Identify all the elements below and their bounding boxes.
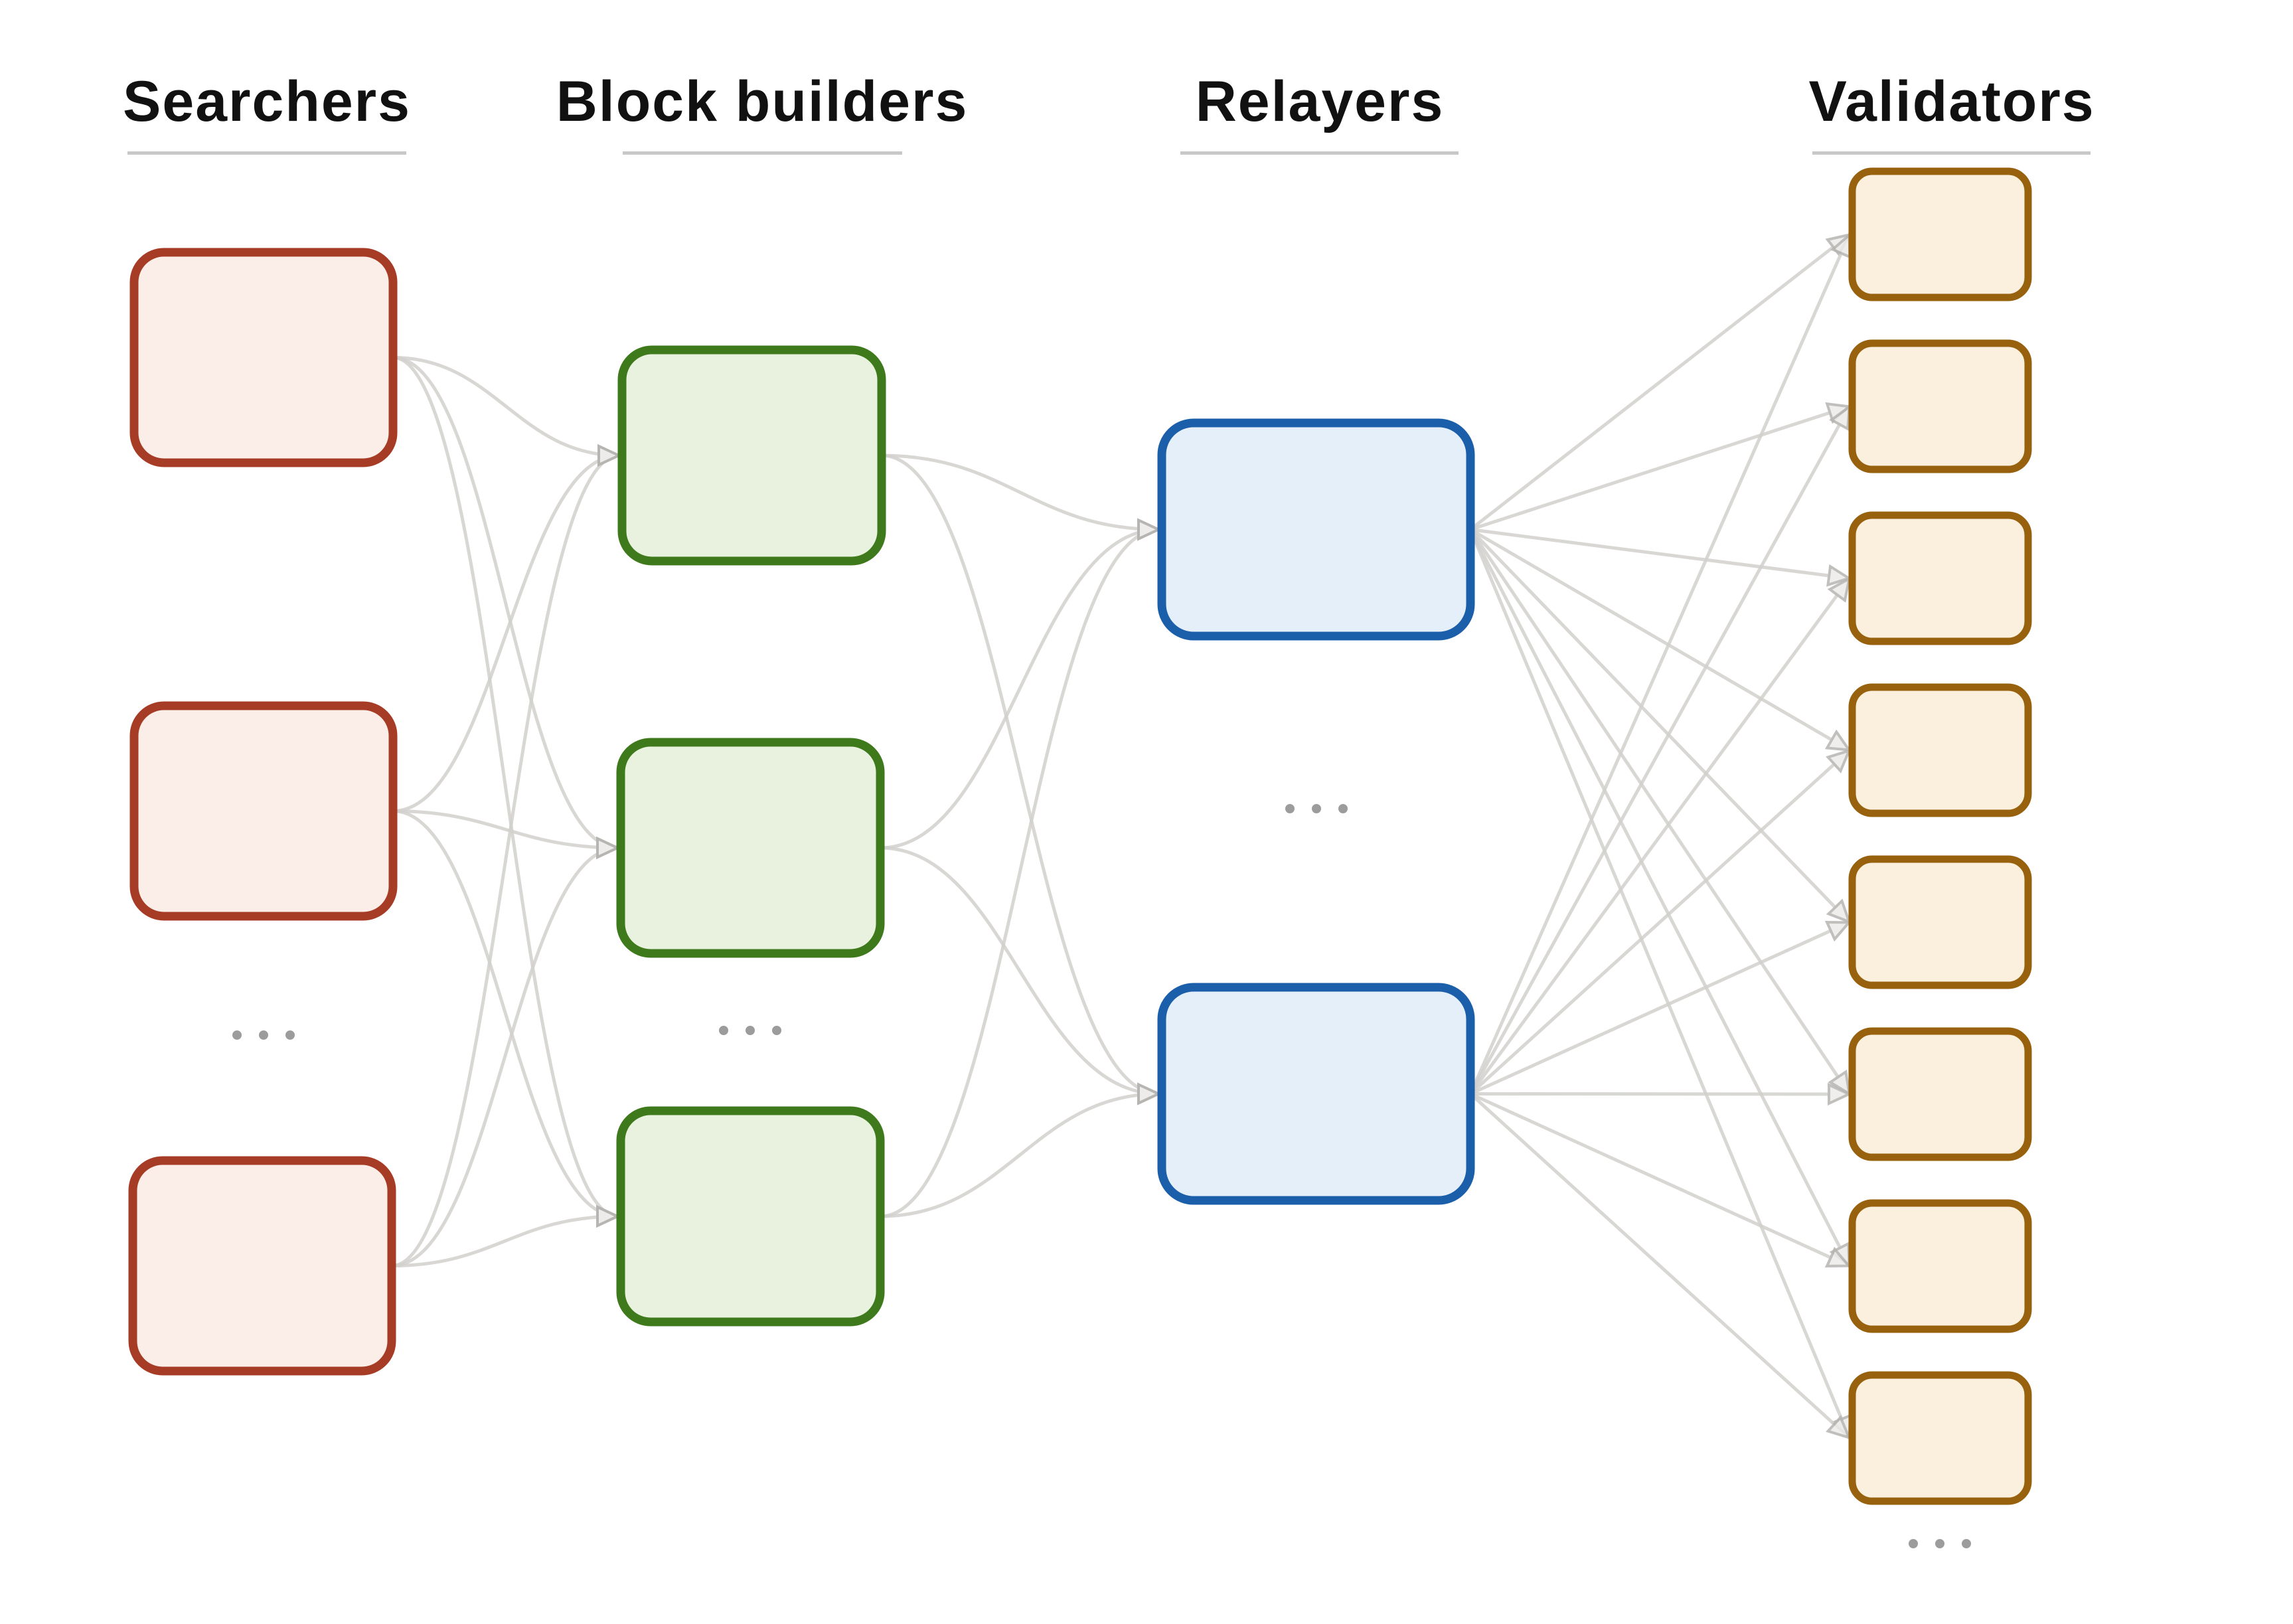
flow-arrow-s3-b1 bbox=[391, 455, 619, 1267]
flow-arrow-r1-v1 bbox=[1469, 234, 1850, 531]
ellipsis-dot bbox=[1338, 804, 1348, 813]
column-underline-relayers bbox=[1180, 151, 1459, 155]
column-title-relayers: Relayers bbox=[1196, 70, 1445, 133]
nodes-layer bbox=[128, 167, 2032, 1548]
relayers-ellipsis-dots bbox=[1285, 804, 1348, 813]
column-title-validators: Validators bbox=[1808, 70, 2095, 133]
flow-arrow-r1-v8 bbox=[1468, 528, 1850, 1439]
ellipsis-dot bbox=[719, 1026, 728, 1035]
flow-arrow-b3-r1 bbox=[880, 530, 1159, 1218]
searcher-box-s3 bbox=[128, 1156, 396, 1376]
column-title-searchers: Searchers bbox=[123, 70, 411, 133]
flow-arrow-r1-v7 bbox=[1468, 528, 1852, 1267]
flow-arrow-r2-v7 bbox=[1469, 1092, 1850, 1268]
flow-arrow-r2-v2 bbox=[1468, 406, 1852, 1095]
validator-box-v3 bbox=[1848, 511, 2032, 645]
flow-arrow-r2-v6 bbox=[1470, 1094, 1850, 1095]
flow-arrow-s3-b3 bbox=[391, 1216, 618, 1267]
flow-arrow-s1-b2 bbox=[392, 356, 618, 849]
flow-arrow-r1-v5 bbox=[1469, 528, 1850, 923]
validators-ellipsis-dots bbox=[1909, 1539, 1971, 1548]
column-underline-validators bbox=[1812, 151, 2091, 155]
ellipsis-dot bbox=[1909, 1539, 1918, 1548]
relayer-box-r2 bbox=[1157, 983, 1475, 1205]
flow-arrow-r1-v2 bbox=[1470, 406, 1850, 531]
ellipsis-dot bbox=[285, 1030, 295, 1040]
searchers-ellipsis-dots bbox=[232, 1030, 295, 1040]
ellipsis-dot bbox=[772, 1026, 781, 1035]
flow-arrow-s2-b2 bbox=[392, 809, 618, 849]
flow-arrow-r2-v1 bbox=[1468, 234, 1850, 1095]
ellipsis-dot bbox=[746, 1026, 755, 1035]
flow-arrow-b2-r2 bbox=[880, 846, 1159, 1094]
flow-arrow-s1-b3 bbox=[392, 356, 618, 1217]
builders-ellipsis-dots bbox=[719, 1026, 781, 1035]
ellipsis-dot bbox=[259, 1030, 268, 1040]
ellipsis-dot bbox=[232, 1030, 242, 1040]
validator-box-v5 bbox=[1848, 855, 2032, 989]
ellipsis-dot bbox=[1312, 804, 1321, 813]
column-underline-searchers bbox=[127, 151, 406, 155]
edges-layer bbox=[391, 234, 1852, 1439]
labels-layer: Searchers Block builders Relayers Validator… bbox=[123, 70, 2095, 155]
flow-arrow-r1-v6 bbox=[1468, 528, 1850, 1095]
builder-box-b3 bbox=[616, 1106, 885, 1327]
flow-arrow-r2-v4 bbox=[1469, 750, 1850, 1096]
ellipsis-dot bbox=[1285, 804, 1295, 813]
searcher-box-s1 bbox=[129, 248, 398, 467]
validator-box-v8 bbox=[1848, 1371, 2032, 1505]
flow-arrow-b1-r1 bbox=[881, 453, 1159, 530]
validator-box-v7 bbox=[1848, 1199, 2032, 1333]
flow-arrow-r1-v4 bbox=[1469, 528, 1850, 752]
column-underline-builders bbox=[623, 151, 902, 155]
flow-arrow-r2-v5 bbox=[1469, 920, 1850, 1096]
flow-arrow-r1-v3 bbox=[1470, 528, 1850, 579]
flow-arrow-b2-r1 bbox=[880, 530, 1159, 850]
column-title-builders: Block builders bbox=[556, 70, 969, 133]
flow-arrow-s3-b2 bbox=[391, 848, 618, 1267]
flow-arrow-b1-r2 bbox=[881, 453, 1159, 1094]
flow-arrow-s2-b3 bbox=[392, 809, 618, 1217]
validator-box-v6 bbox=[1848, 1027, 2032, 1161]
validator-box-v4 bbox=[1848, 683, 2032, 817]
builder-box-b2 bbox=[616, 738, 885, 958]
builder-box-b1 bbox=[617, 345, 886, 566]
validator-box-v2 bbox=[1848, 339, 2032, 473]
ellipsis-dot bbox=[1962, 1539, 1971, 1548]
validator-box-v1 bbox=[1848, 167, 2032, 301]
searcher-box-s2 bbox=[129, 701, 398, 921]
relayer-box-r1 bbox=[1157, 418, 1475, 641]
flow-arrow-r2-v8 bbox=[1469, 1092, 1850, 1439]
ellipsis-dot bbox=[1935, 1539, 1944, 1548]
flow-arrow-s2-b1 bbox=[392, 455, 619, 813]
flow-arrow-b3-r2 bbox=[880, 1094, 1159, 1218]
flow-arrow-s1-b1 bbox=[392, 356, 619, 456]
flow-arrow-r2-v3 bbox=[1468, 578, 1850, 1095]
